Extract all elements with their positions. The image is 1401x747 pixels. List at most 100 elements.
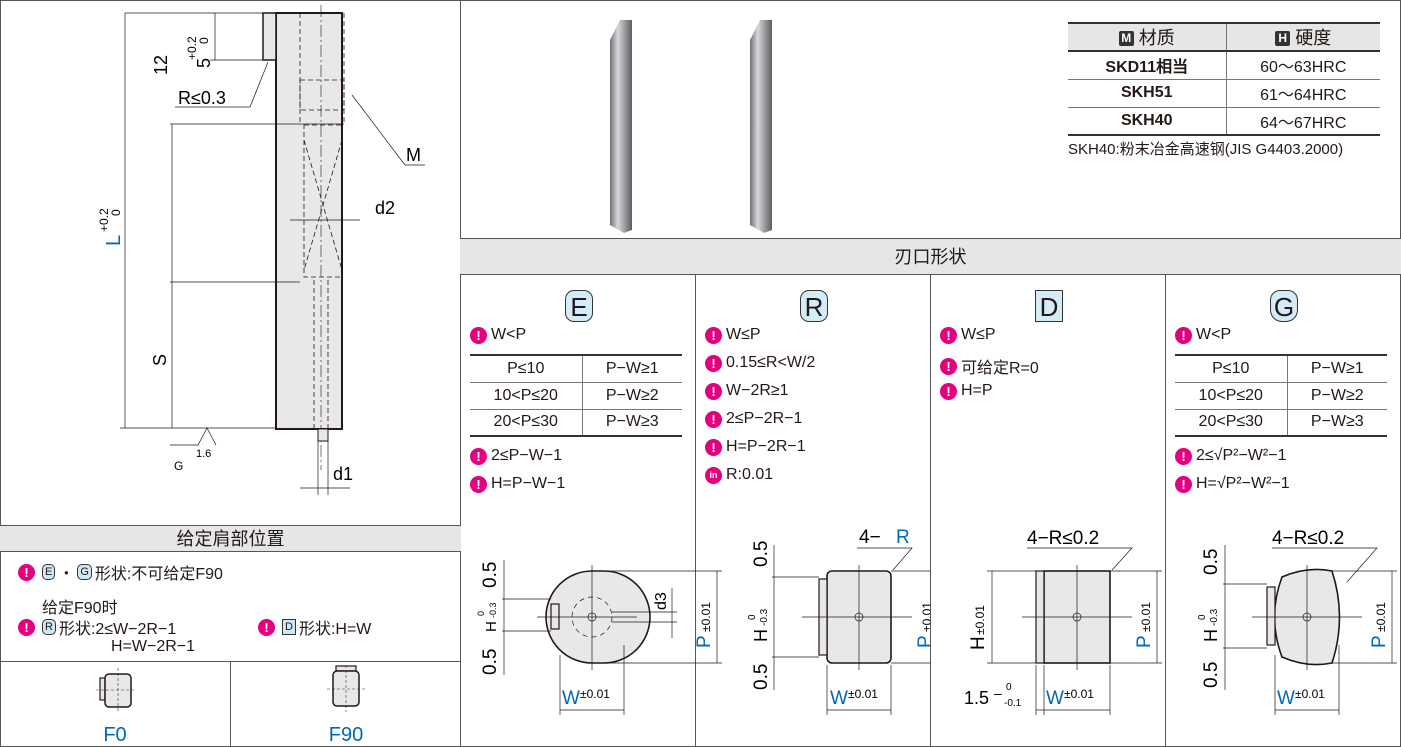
divider xyxy=(930,275,931,747)
h-tol-lower: -0.3 xyxy=(488,602,498,618)
w-label: W xyxy=(830,688,848,709)
condition-text: H=√P²−W²−1 xyxy=(1196,475,1290,492)
half-label: 0.5 xyxy=(480,649,501,675)
shoulder-note-4: ! D 形状:H=W xyxy=(258,615,371,639)
shape-d-drawing: 4−R≤0.2 H ±0.01 P ±0.01 1.5 – 0 -0.1 W ±… xyxy=(964,528,1162,715)
w-tol: ±0.01 xyxy=(580,687,610,701)
condition-text: 0.15≤R<W/2 xyxy=(726,354,816,371)
condition: !可给定R=0 xyxy=(940,354,1039,378)
condition: !H=P−2R−1 xyxy=(705,438,806,456)
warning-icon: ! xyxy=(470,475,487,493)
shape-d-badge: D xyxy=(282,619,296,635)
cell: 10<P≤20 xyxy=(470,382,583,410)
p-tol: ±0.01 xyxy=(699,602,713,632)
shape-r-badge: R xyxy=(42,619,56,635)
step-dash: – xyxy=(994,685,1002,701)
condition: !W≤P xyxy=(705,326,761,344)
condition: !2≤P−2R−1 xyxy=(705,410,802,428)
cell: P≤10 xyxy=(1175,355,1288,383)
condition: !W≤P xyxy=(940,326,996,344)
condition-text: H=P−W−1 xyxy=(491,475,566,492)
cell: 20<P≤30 xyxy=(1175,409,1288,437)
corner-label: 4−R≤0.2 xyxy=(1027,528,1099,549)
warning-icon: ! xyxy=(705,326,722,344)
shoulder-note-3: ! R 形状:2≤W−2R−1 xyxy=(18,615,176,639)
shape-e-drawing: 0.5 0.5 H 0 -0.3 d3 P ±0.01 W ±0.01 xyxy=(476,560,722,715)
condition-text: W<P xyxy=(1196,326,1232,343)
step-tol-upper: 0 xyxy=(1006,682,1012,693)
warning-icon: ! xyxy=(940,382,957,400)
condition: !W<P xyxy=(470,326,526,344)
w-tol: ±0.01 xyxy=(848,687,878,701)
roughness-label: 1.6 xyxy=(196,448,211,460)
hardness-header: H 硬度 xyxy=(1226,23,1380,52)
w-tol: ±0.01 xyxy=(1064,687,1094,701)
condition-text: 2≤P−W−1 xyxy=(491,447,563,464)
divider xyxy=(230,661,231,747)
s-label: S xyxy=(150,354,170,366)
h-tol-upper: 0 xyxy=(476,611,486,616)
warning-icon: ! xyxy=(1175,326,1192,344)
corner-label: 4− xyxy=(859,527,881,548)
dim-12-label: 12 xyxy=(151,55,171,75)
condition: !W<P xyxy=(1175,326,1231,344)
dim-L-label: L xyxy=(103,235,125,246)
warning-icon: ! xyxy=(705,410,722,428)
punch-side-view-drawing: 12 5 +0.2 0 R≤0.3 M L +0.2 0 d2 S 1.6 G … xyxy=(97,5,425,495)
corner-r-label: R xyxy=(896,527,910,548)
condition: !2≤P−W−1 xyxy=(470,447,562,465)
note-text: 形状:H=W xyxy=(298,621,372,638)
warning-icon: ! xyxy=(940,357,957,375)
condition-text: W≤P xyxy=(961,326,996,343)
condition-text: 可给定R=0 xyxy=(961,360,1039,377)
dim-5-label: 5 xyxy=(194,58,214,68)
half-label: 0.5 xyxy=(1201,549,1222,575)
shape-e-badge: E xyxy=(565,290,593,322)
warning-icon: ! xyxy=(705,354,722,372)
f90-icon xyxy=(327,665,367,712)
w-label: W xyxy=(562,688,580,709)
material-footnote: SKH40:粉末冶金高速钢(JIS G4403.2000) xyxy=(1068,141,1344,158)
cell: P−W≥3 xyxy=(582,409,682,437)
warning-icon: ! xyxy=(705,438,722,456)
material-cell: SKD11相当 xyxy=(1068,51,1227,80)
h-tol-lower: -0.3 xyxy=(759,608,770,626)
h-tol-upper: 0 xyxy=(1197,614,1208,620)
shoulder-note-3-line2: H=W−2R−1 xyxy=(111,638,196,655)
corner-label: 4−R≤0.2 xyxy=(1272,528,1344,549)
option-f90[interactable]: F90 xyxy=(231,662,461,747)
condition-text: W<P xyxy=(491,326,527,343)
cell: P−W≥3 xyxy=(1287,409,1387,437)
m-label: M xyxy=(406,145,421,165)
warning-icon: ! xyxy=(470,326,487,344)
warning-icon: ! xyxy=(1175,475,1192,493)
info-text: R:0.01 xyxy=(726,466,774,483)
g-label: G xyxy=(174,459,183,473)
cell: P≤10 xyxy=(470,355,583,383)
divider xyxy=(1165,275,1166,747)
condition: !H=P xyxy=(940,382,993,400)
d2-label: d2 xyxy=(375,198,395,218)
warning-icon: ! xyxy=(705,382,722,400)
condition-text: 2≤√P²−W²−1 xyxy=(1196,447,1287,464)
hardness-h-icon: H xyxy=(1275,31,1291,46)
cell: P−W≥2 xyxy=(582,382,682,410)
info-icon: in xyxy=(705,466,722,484)
warning-icon: ! xyxy=(470,447,487,465)
divider xyxy=(695,275,696,747)
warning-icon: ! xyxy=(940,326,957,344)
condition: !0.15≤R<W/2 xyxy=(705,354,815,372)
hardness-header-text: 硬度 xyxy=(1295,28,1332,48)
material-header-text: 材质 xyxy=(1138,28,1175,48)
step-tol-lower: -0.1 xyxy=(1004,698,1022,709)
w-tol: ±0.01 xyxy=(1295,687,1325,701)
option-f0[interactable]: F0 xyxy=(0,662,230,747)
h-label: H xyxy=(751,629,771,642)
cell: 10<P≤20 xyxy=(1175,382,1288,410)
